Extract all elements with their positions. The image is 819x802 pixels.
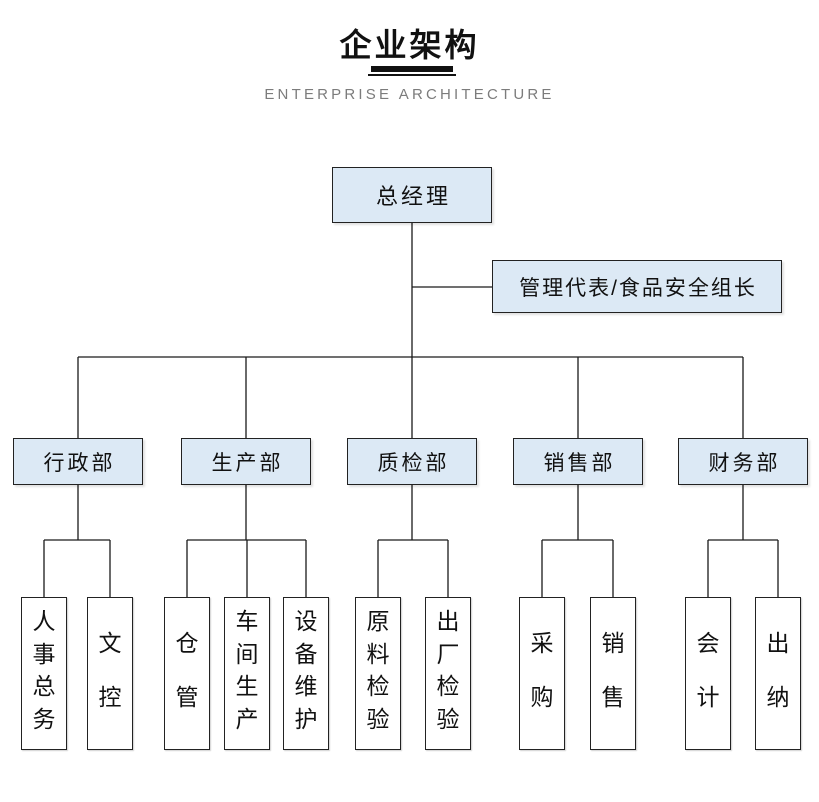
- node-workshop-production: 车间生产: [224, 597, 270, 750]
- node-dept-sales: 销售部: [513, 438, 643, 485]
- node-equipment-maintenance: 设备维护: [283, 597, 329, 750]
- node-raw-material-inspection: 原料检验: [355, 597, 401, 750]
- page-subtitle: ENTERPRISE ARCHITECTURE: [264, 86, 555, 103]
- title-underline-thick: [371, 66, 453, 72]
- node-hr-general-affairs: 人事总务: [21, 597, 67, 750]
- node-dept-admin: 行政部: [13, 438, 143, 485]
- node-document-control: 文控: [87, 597, 133, 750]
- node-sales: 销售: [590, 597, 636, 750]
- node-dept-quality: 质检部: [347, 438, 477, 485]
- title-underline-thin: [368, 74, 456, 76]
- node-general-manager: 总经理: [332, 167, 492, 223]
- node-management-rep: 管理代表/食品安全组长: [492, 260, 782, 313]
- node-cashier: 出纳: [755, 597, 801, 750]
- node-dept-finance: 财务部: [678, 438, 808, 485]
- node-accounting: 会计: [685, 597, 731, 750]
- page-title: 企业架构: [339, 27, 480, 63]
- node-warehouse: 仓管: [164, 597, 210, 750]
- node-purchasing: 采购: [519, 597, 565, 750]
- node-outgoing-inspection: 出厂检验: [425, 597, 471, 750]
- node-dept-production: 生产部: [181, 438, 311, 485]
